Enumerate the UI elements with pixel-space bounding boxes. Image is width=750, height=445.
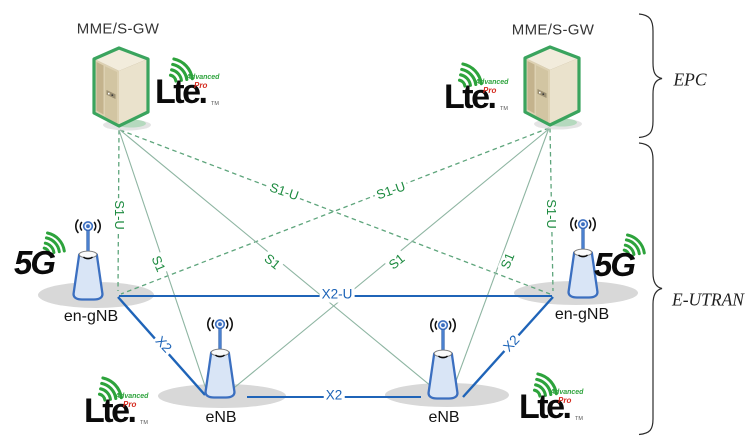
lte-logo-bottom-left: Lte. Advanced Pro TM <box>84 374 150 432</box>
x2u-label: X2-U <box>319 286 355 303</box>
engnb-left-label: en-gNB <box>63 308 119 325</box>
fiveg-wordmark: 5G <box>594 246 636 283</box>
enb-left-label: eNB <box>205 409 237 426</box>
lte-wordmark: Lte. <box>155 73 208 111</box>
epc-brace <box>638 13 663 139</box>
lte-wordmark: Lte. <box>84 392 137 430</box>
lte-advanced-text: Advanced <box>186 74 220 81</box>
s1u-label-left-vertical: S1-U <box>111 198 128 232</box>
eutran-brace <box>638 142 663 436</box>
epc-region-label: EPC <box>673 69 707 90</box>
lte-advanced-text: Advanced <box>475 79 509 86</box>
lte-logo-bottom-right: Lte. Advanced Pro TM <box>519 370 585 428</box>
fiveg-logo-right: 5G <box>594 232 652 286</box>
engnb-left-tower-icon <box>72 218 104 301</box>
lte-logo-top-left: Lte. Advanced Pro TM <box>155 55 221 113</box>
s1u-link-cross-right <box>120 127 550 295</box>
enb-right-tower-icon <box>427 317 459 400</box>
enb-right-label: eNB <box>428 409 460 426</box>
x2-label-bottom: X2 <box>323 387 345 404</box>
lte-pro-text: Pro <box>194 81 208 90</box>
s1u-label-right-vertical: S1-U <box>543 197 560 231</box>
lte-pro-text: Pro <box>483 86 497 95</box>
lte-tm-text: TM <box>575 416 583 422</box>
engnb-right-label: en-gNB <box>554 306 610 323</box>
eutran-region-label: E-UTRAN <box>672 289 744 310</box>
mme-sgw-right-label: MME/S-GW <box>511 21 595 39</box>
lte-wordmark: Lte. <box>444 78 497 116</box>
mme-sgw-left-icon <box>92 46 153 133</box>
lte-logo-top-right: Lte. Advanced Pro TM <box>444 60 510 118</box>
fiveg-logo-left: 5G <box>14 230 72 284</box>
mme-sgw-right-icon <box>523 45 584 132</box>
lte-wordmark: Lte. <box>519 388 572 426</box>
fiveg-wordmark: 5G <box>14 244 56 281</box>
lte-tm-text: TM <box>500 106 508 112</box>
mme-sgw-left-label: MME/S-GW <box>76 20 160 38</box>
lte-advanced-text: Advanced <box>115 393 149 400</box>
enb-left-tower-icon <box>204 316 236 399</box>
lte-pro-text: Pro <box>558 396 572 405</box>
lte-tm-text: TM <box>140 420 148 426</box>
s1u-link-cross-left <box>119 129 551 295</box>
lte-advanced-text: Advanced <box>550 389 584 396</box>
lte-tm-text: TM <box>211 101 219 107</box>
lte-pro-text: Pro <box>123 400 137 409</box>
